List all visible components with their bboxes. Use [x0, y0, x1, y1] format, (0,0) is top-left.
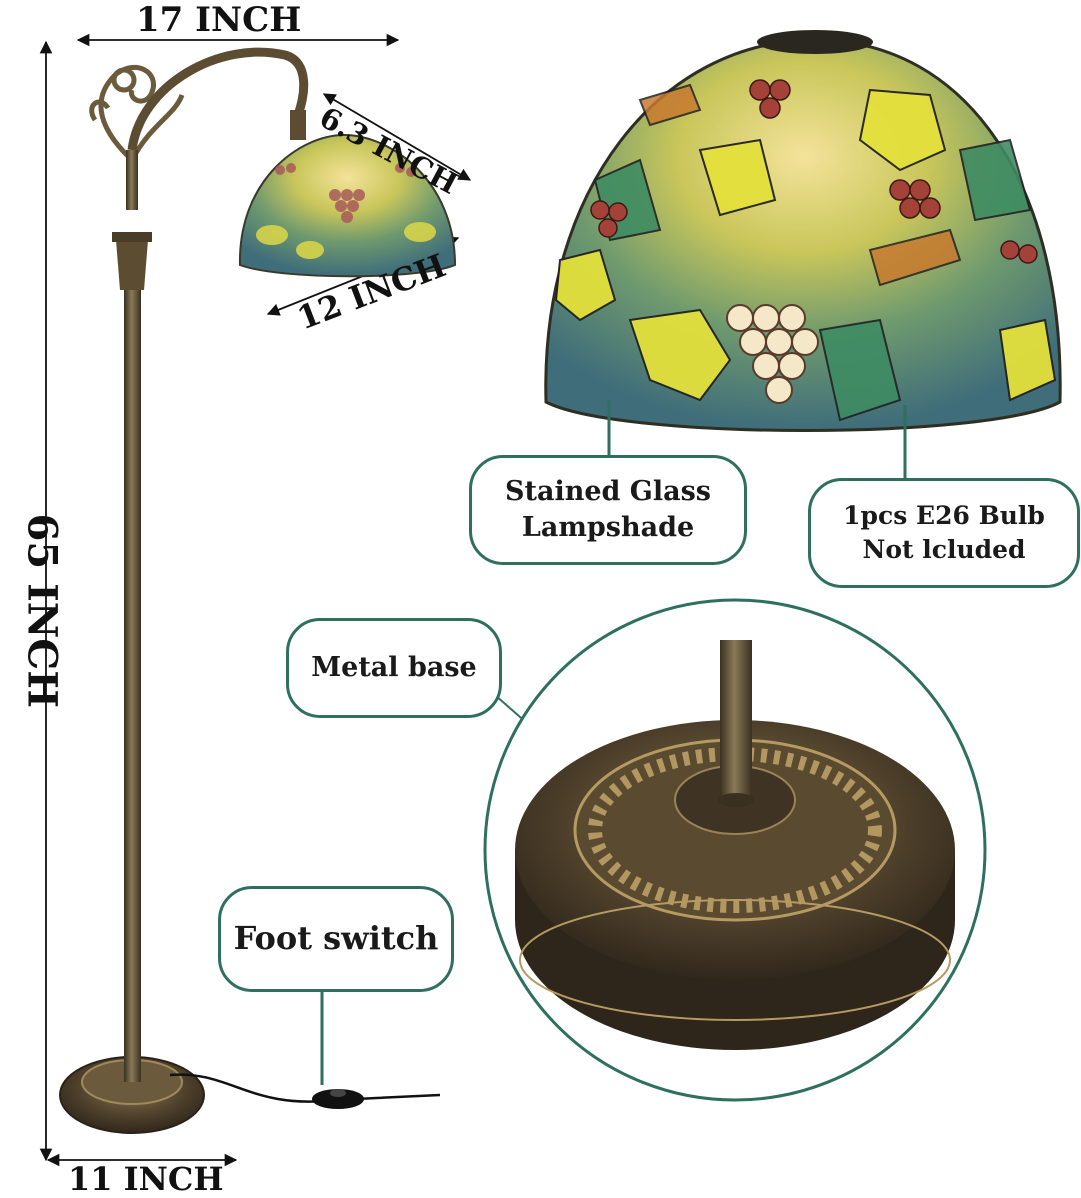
lampshade-callout-line1: Stained Glass — [504, 475, 712, 507]
base-width-label: 11 INCH — [68, 1160, 224, 1198]
bulb-callout-line1: 1pcs E26 Bulb — [843, 501, 1045, 531]
base-callout: Metal base — [286, 618, 502, 718]
lampshade-callout: Stained Glass Lampshade — [469, 455, 747, 565]
height-label: 65 INCH — [18, 513, 66, 709]
top-width-label: 17 INCH — [136, 0, 302, 40]
bulb-callout: 1pcs E26 Bulb Not lcluded — [808, 478, 1080, 588]
base-closeup — [483, 598, 987, 1102]
foot-switch-device — [312, 1089, 364, 1109]
floor-lamp — [59, 47, 457, 1134]
lampshade-callout-line2: Lampshade — [521, 512, 695, 543]
foot-switch-callout: Foot switch — [218, 886, 454, 992]
base-callout-label: Metal base — [311, 651, 477, 683]
lampshade-closeup — [544, 30, 1062, 432]
foot-switch-callout-label: Foot switch — [233, 919, 439, 958]
bulb-callout-line2: Not lcluded — [862, 535, 1026, 564]
dimension-shade-height-line — [322, 93, 472, 181]
